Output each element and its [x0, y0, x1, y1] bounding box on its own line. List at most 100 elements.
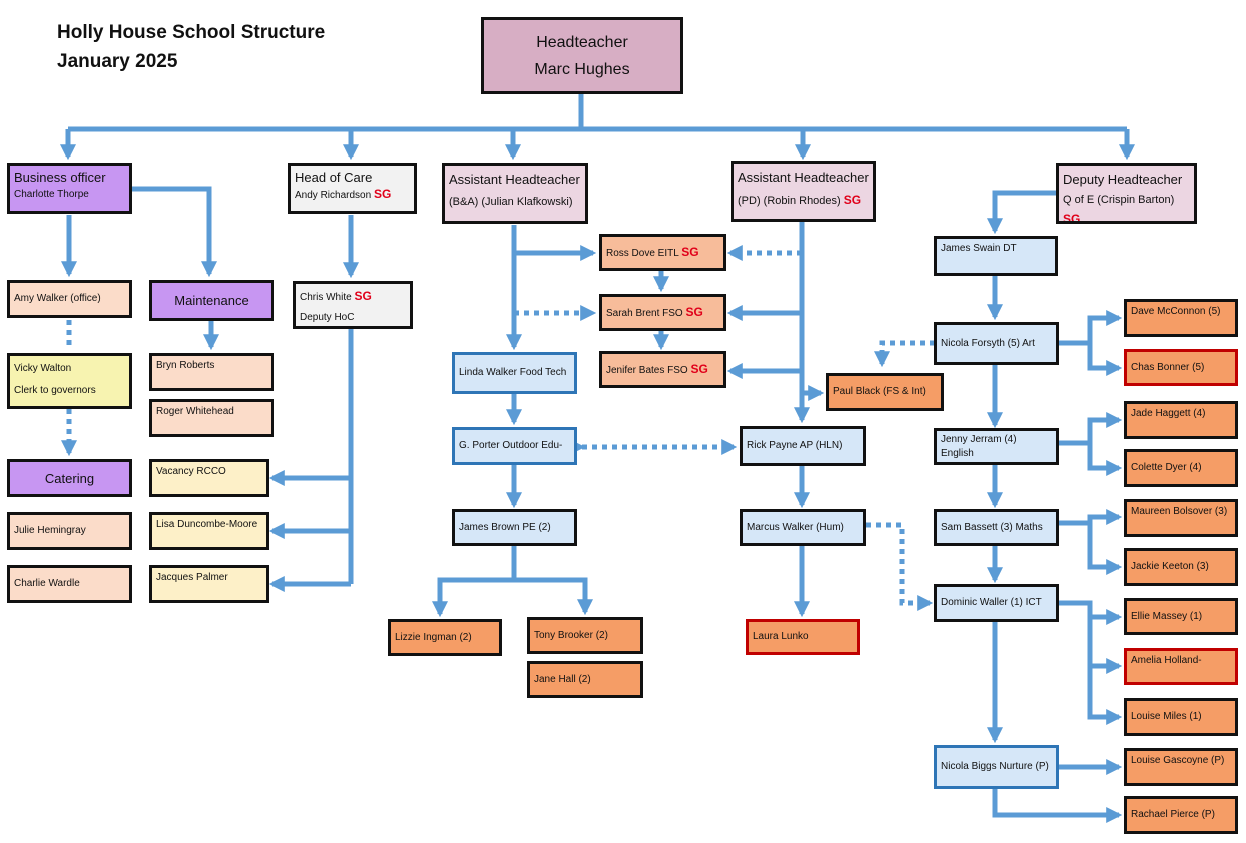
louisem-name: Louise Miles (1) — [1131, 711, 1202, 722]
jenny-name: Jenny Jerram (4) English — [941, 433, 1017, 459]
maintenance-label: Maintenance — [174, 293, 249, 308]
deputy-head-box: Deputy Headteacher Q of E (Crispin Barto… — [1056, 163, 1197, 224]
headteacher-name: Marc Hughes — [534, 60, 630, 78]
bryn-name: Bryn Roberts — [156, 360, 215, 371]
roger-name: Roger Whitehead — [156, 406, 234, 417]
assistant-head-pd-name: (PD) (Robin Rhodes) — [738, 195, 841, 207]
rick-box: Rick Payne AP (HLN) — [740, 426, 866, 466]
head-of-care-name: Andy Richardson — [295, 190, 372, 201]
dave-name: Dave McConnon (5) — [1131, 306, 1221, 317]
sam-branch — [1059, 508, 1123, 526]
headteacher-role: Headteacher — [536, 33, 628, 51]
laura-name: Laura Lunko — [753, 631, 809, 642]
arrow-to-louisem — [1087, 666, 1123, 726]
head-of-care-box: Head of Care Andy Richardson SG — [288, 163, 417, 214]
lisa-box: Lisa Duncombe-Moore — [149, 512, 269, 550]
deputy-to-jamesswain — [986, 190, 1056, 235]
lizzie-box: Lizzie Ingman (2) — [388, 619, 502, 656]
roger-box: Roger Whitehead — [149, 399, 274, 437]
jenifer-name: Jenifer Bates FSO — [606, 364, 688, 376]
assistant-head-pd-box: Assistant Headteacher (PD) (Robin Rhodes… — [731, 161, 876, 222]
rachael-box: Rachael Pierce (P) — [1124, 796, 1238, 834]
arrow-to-colette — [1087, 443, 1123, 477]
dominic-name: Dominic Waller (1) ICT — [941, 597, 1042, 608]
sam-name: Sam Bassett (3) Maths — [941, 521, 1043, 533]
arrow-to-jackie — [1087, 523, 1123, 576]
ross-name: Ross Dove EITL — [606, 247, 679, 259]
linda-name: Linda Walker Food Tech — [459, 367, 567, 378]
julie-box: Julie Hemingray — [7, 512, 132, 550]
catering-box: Catering — [7, 459, 132, 497]
assistant-head-ba-role: Assistant Headteacher — [449, 172, 580, 187]
vicky-role: Clerk to governors — [14, 385, 96, 396]
nicolab-name: Nicola Biggs Nurture (P) — [941, 761, 1049, 772]
dotted-marcus-dominic — [866, 522, 934, 612]
business-officer-box: Business officer Charlotte Thorpe — [7, 163, 132, 214]
arrow-to-tony — [514, 577, 594, 616]
amy-box: Amy Walker (office) — [7, 280, 132, 318]
ellie-name: Ellie Massey (1) — [1131, 610, 1203, 622]
business-officer-role: Business officer — [14, 170, 106, 185]
jamesbrown-split — [431, 546, 517, 618]
headteacher-box: Headteacher Marc Hughes — [481, 17, 683, 94]
jamesbrown-box: James Brown PE (2) — [452, 509, 577, 546]
linda-box: Linda Walker Food Tech — [452, 352, 577, 394]
rick-name: Rick Payne AP (HLN) — [747, 440, 843, 451]
jenifer-box: Jenifer Bates FSO SG — [599, 351, 726, 388]
jacques-box: Jacques Palmer — [149, 565, 269, 603]
jenny-box: Jenny Jerram (4) English — [934, 428, 1059, 465]
assistant-head-pd-role: Assistant Headteacher — [738, 170, 869, 185]
nicolaf-name: Nicola Forsyth (5) Art — [941, 337, 1035, 349]
chris-name: Chris White — [300, 292, 352, 303]
chris-box: Chris White SG Deputy HoC — [293, 281, 413, 329]
arrow-to-rachael — [992, 789, 1123, 824]
chas-box: Chas Bonner (5) — [1124, 349, 1238, 386]
jade-name: Jade Haggett (4) — [1131, 408, 1206, 419]
jane-box: Jane Hall (2) — [527, 661, 643, 698]
maureen-name: Maureen Bolsover (3) — [1131, 506, 1228, 517]
jade-box: Jade Haggett (4) — [1124, 401, 1238, 439]
sg-marker: SG — [685, 304, 703, 319]
arrow-to-amelia — [1087, 617, 1123, 675]
marcus-box: Marcus Walker (Hum) — [740, 509, 866, 546]
sarah-box: Sarah Brent FSO SG — [599, 294, 726, 331]
chart-title: Holly House School Structure January 202… — [57, 18, 325, 76]
charlie-name: Charlie Wardle — [14, 578, 80, 589]
rachael-name: Rachael Pierce (P) — [1131, 809, 1215, 820]
vacancy-name: Vacancy RCCO — [156, 466, 226, 477]
lisa-name: Lisa Duncombe-Moore — [156, 519, 258, 530]
jacques-name: Jacques Palmer — [156, 572, 228, 583]
amelia-box: Amelia Holland- — [1124, 648, 1238, 685]
bryn-box: Bryn Roberts — [149, 353, 274, 391]
lizzie-name: Lizzie Ingman (2) — [395, 631, 472, 643]
deputy-head-role: Deputy Headteacher — [1063, 172, 1183, 187]
arrow-to-chas — [1087, 343, 1123, 377]
catering-label: Catering — [44, 470, 95, 486]
dave-box: Dave McConnon (5) — [1124, 299, 1238, 337]
paul-box: Paul Black (FS & Int) — [826, 373, 944, 411]
sg-marker: SG — [373, 187, 392, 201]
jamesswain-name: James Swain DT — [941, 243, 1017, 254]
sg-marker: SG — [1063, 212, 1081, 224]
vacancy-box: Vacancy RCCO — [149, 459, 269, 497]
jackie-name: Jackie Keeton (3) — [1131, 561, 1209, 572]
title-line-2: January 2025 — [57, 51, 178, 72]
colette-name: Colette Dyer (4) — [1131, 462, 1202, 473]
tony-box: Tony Brooker (2) — [527, 617, 643, 654]
louiseg-box: Louise Gascoyne (P) — [1124, 748, 1238, 786]
nicolaf-box: Nicola Forsyth (5) Art — [934, 322, 1059, 365]
tony-name: Tony Brooker (2) — [534, 629, 608, 641]
assistant-head-ba-name: (B&A) (Julian Klafkowski) — [449, 196, 573, 208]
assistant-head-ba-box: Assistant Headteacher (B&A) (Julian Klaf… — [442, 163, 588, 224]
nicolab-box: Nicola Biggs Nurture (P) — [934, 745, 1059, 789]
jamesbrown-name: James Brown PE (2) — [459, 521, 551, 533]
dominic-branch — [1059, 600, 1123, 626]
dotted-nicolaf-paul — [873, 340, 935, 368]
sg-marker: SG — [354, 289, 372, 303]
jamesswain-box: James Swain DT — [934, 236, 1058, 276]
sg-marker: SG — [690, 361, 708, 376]
dominic-box: Dominic Waller (1) ICT — [934, 584, 1059, 622]
business-officer-name: Charlotte Thorpe — [14, 189, 89, 200]
maureen-box: Maureen Bolsover (3) — [1124, 499, 1238, 537]
colette-box: Colette Dyer (4) — [1124, 449, 1238, 487]
